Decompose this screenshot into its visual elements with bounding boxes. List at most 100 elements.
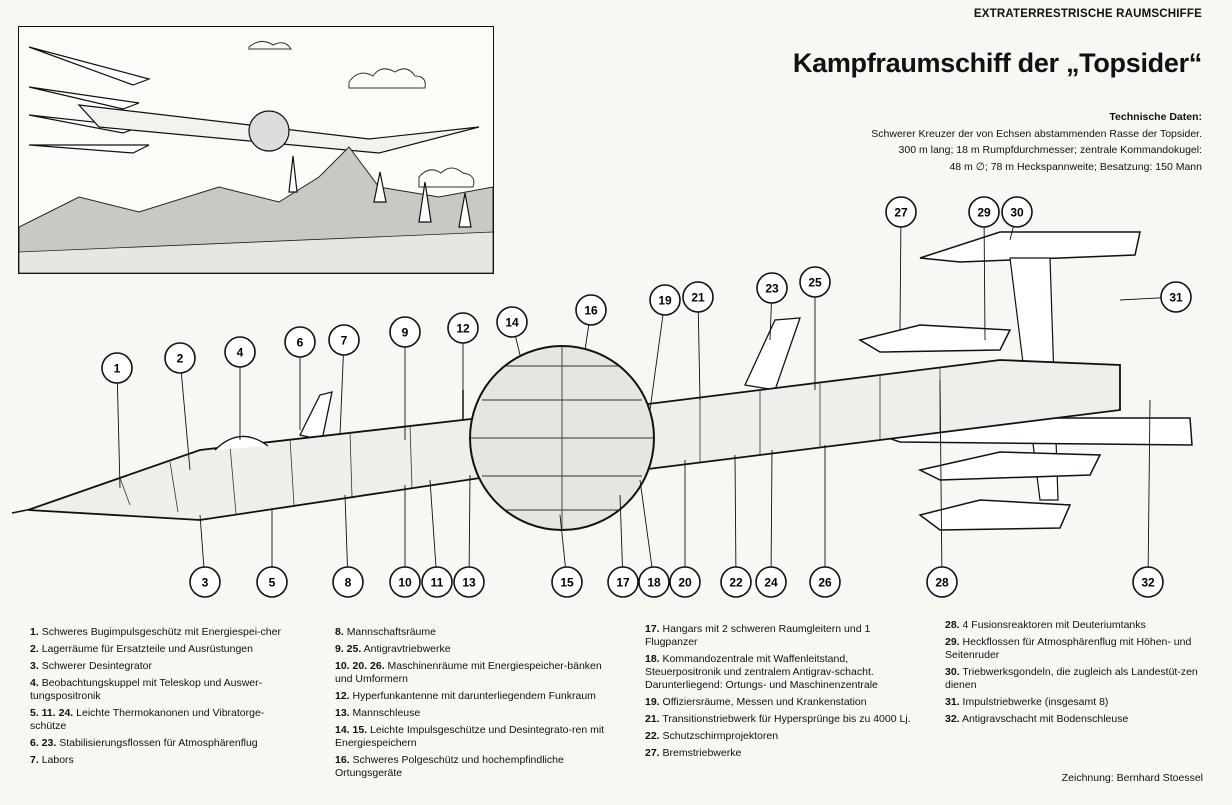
legend-item-text: Mannschaftsräume <box>346 626 436 638</box>
legend-item-number: 28. <box>945 619 960 631</box>
legend-item-text: Maschinenräume mit Energiespeicher-bänke… <box>335 660 602 685</box>
legend-item-number: 13. <box>335 707 350 719</box>
legend-item-number: 4. <box>30 677 39 689</box>
legend-item-text: Leichte Thermokanonen und Vibratorge-sch… <box>30 707 265 732</box>
cloud-shape <box>418 167 475 188</box>
callout-number: 14 <box>505 316 519 330</box>
bow-gun-barrel <box>11 508 33 514</box>
legend-item: 12. Hyperfunkantenne mit darunterliegend… <box>335 690 605 703</box>
legend-item-number: 5. 11. 24. <box>30 707 74 719</box>
landing-field <box>19 231 493 273</box>
callout-number: 20 <box>678 576 692 590</box>
legend-item: 27. Bremstriebwerke <box>645 747 915 760</box>
legend-item: 16. Schweres Polgeschütz und hochempfind… <box>335 754 605 780</box>
callout-circle <box>284 326 316 358</box>
legend-item: 30. Triebwerksgondeln, die zugleich als … <box>945 666 1215 692</box>
callout-circle <box>809 566 841 598</box>
callout-circle <box>164 342 196 374</box>
callout-number: 17 <box>616 576 630 590</box>
callout-circle <box>189 566 221 598</box>
callout-circle <box>720 566 752 598</box>
landing-scene-drawing <box>19 41 493 273</box>
callout-circle <box>1132 566 1164 598</box>
legend-item: 3. Schwerer Desintegrator <box>30 660 300 673</box>
legend-item-number: 1. <box>30 626 39 638</box>
section-heading: EXTRATERRESTRISCHE RAUMSCHIFFE <box>973 8 1202 20</box>
legend-item: 4. Beobachtungskuppel mit Teleskop und A… <box>30 677 300 703</box>
legend-item: 13. Mannschleuse <box>335 707 605 720</box>
legend-item: 8. Mannschaftsräume <box>335 626 605 639</box>
callout-number: 23 <box>765 282 779 296</box>
forward-hull <box>27 416 481 521</box>
callout-circle <box>968 196 1000 228</box>
legend-item: 5. 11. 24. Leichte Thermokanonen und Vib… <box>30 707 300 733</box>
landed-rocket <box>458 192 472 228</box>
upper-engine-nacelle <box>919 231 1141 263</box>
stabilizer-fin-front <box>299 391 333 441</box>
callout-leader-line <box>339 339 345 436</box>
callout-circle <box>926 566 958 598</box>
callout-circle <box>799 266 831 298</box>
legend-item: 19. Offiziersräume, Messen und Krankenst… <box>645 696 915 709</box>
landing-scene-illustration <box>18 26 494 274</box>
flying-ship <box>28 144 150 154</box>
callout-number: 9 <box>402 326 409 340</box>
legend-item-text: Schweres Bugimpulsgeschütz mit Energiesp… <box>41 626 281 638</box>
legend-item-number: 12. <box>335 690 350 702</box>
callout-number: 32 <box>1141 576 1155 590</box>
page-title: Kampfraumschiff der „Topsider“ <box>792 48 1202 78</box>
legend-item-number: 22. <box>645 730 660 742</box>
legend-column-1: 1. Schweres Bugimpulsgeschütz mit Energi… <box>30 626 300 771</box>
callout-number: 12 <box>456 322 470 336</box>
callout-number: 8 <box>345 576 352 590</box>
callout-number: 16 <box>584 304 598 318</box>
legend-item: 28. 4 Fusionsreaktoren mit Deuteriumtank… <box>945 619 1215 632</box>
callout-circle <box>453 566 485 598</box>
legend-item-number: 3. <box>30 660 39 672</box>
legend-item-text: 4 Fusionsreaktoren mit Deuteriumtanks <box>962 619 1146 631</box>
cloud-shape <box>248 41 292 50</box>
legend-item: 9. 25. Antigravtriebwerke <box>335 643 605 656</box>
landing-gondola <box>918 499 1072 531</box>
callout-number: 18 <box>647 576 661 590</box>
flying-ship <box>28 46 151 86</box>
legend-item-number: 30. <box>945 666 960 678</box>
legend-item-text: Hyperfunkantenne mit darunterliegendem F… <box>352 690 596 702</box>
legend-item-number: 9. 25. <box>335 643 362 655</box>
technical-data: Technische Daten: Schwerer Kreuzer der v… <box>760 109 1202 175</box>
legend-item-text: Heckflossen für Atmosphärenflug mit Höhe… <box>945 636 1192 661</box>
callout-circle <box>328 324 360 356</box>
bulkhead-line <box>229 445 237 515</box>
callout-number: 27 <box>894 206 908 220</box>
callout-number: 4 <box>237 346 244 360</box>
legend-item-text: Hangars mit 2 schweren Raumgleitern und … <box>645 623 871 648</box>
legend-item-text: Triebwerksgondeln, die zugleich als Land… <box>945 666 1198 691</box>
legend-item-number: 31. <box>945 696 960 708</box>
legend-item-number: 27. <box>645 747 660 759</box>
legend-item-number: 16. <box>335 754 350 766</box>
legend-item-text: Stabilisierungsflossen für Atmosphärenfl… <box>59 737 258 749</box>
landed-rocket <box>288 155 298 193</box>
legend-item: 31. Impulstriebwerke (insgesamt 8) <box>945 696 1215 709</box>
technical-data-heading: Technische Daten: <box>1109 111 1202 123</box>
callout-circle <box>389 566 421 598</box>
callout-circle <box>101 352 133 384</box>
landed-rocket <box>418 181 432 223</box>
engine-gondola <box>917 451 1102 481</box>
callout-number: 1 <box>114 362 121 376</box>
callout-circle <box>421 566 453 598</box>
cloud-shape <box>348 68 426 89</box>
callout-number: 26 <box>818 576 832 590</box>
legend-item: 32. Antigravschacht mit Bodenschleuse <box>945 713 1215 726</box>
legend-column-3: 17. Hangars mit 2 schweren Raumgleitern … <box>645 623 915 764</box>
callout-leader-line <box>770 449 773 583</box>
observation-dome <box>214 435 269 451</box>
legend-item-text: Schwerer Desintegrator <box>41 660 152 672</box>
legend-item: 1. Schweres Bugimpulsgeschütz mit Energi… <box>30 626 300 639</box>
callout-leader-line <box>116 367 121 489</box>
legend-item-text: Schweres Polgeschütz und hochempfindlich… <box>335 754 564 779</box>
bulkhead-line <box>349 431 353 498</box>
flying-ship <box>28 86 140 110</box>
legend-item-text: Lagerräume für Ersatzteile und Ausrüstun… <box>41 643 253 655</box>
technical-data-line: 300 m lang; 18 m Rumpfdurchmesser; zentr… <box>898 144 1202 156</box>
